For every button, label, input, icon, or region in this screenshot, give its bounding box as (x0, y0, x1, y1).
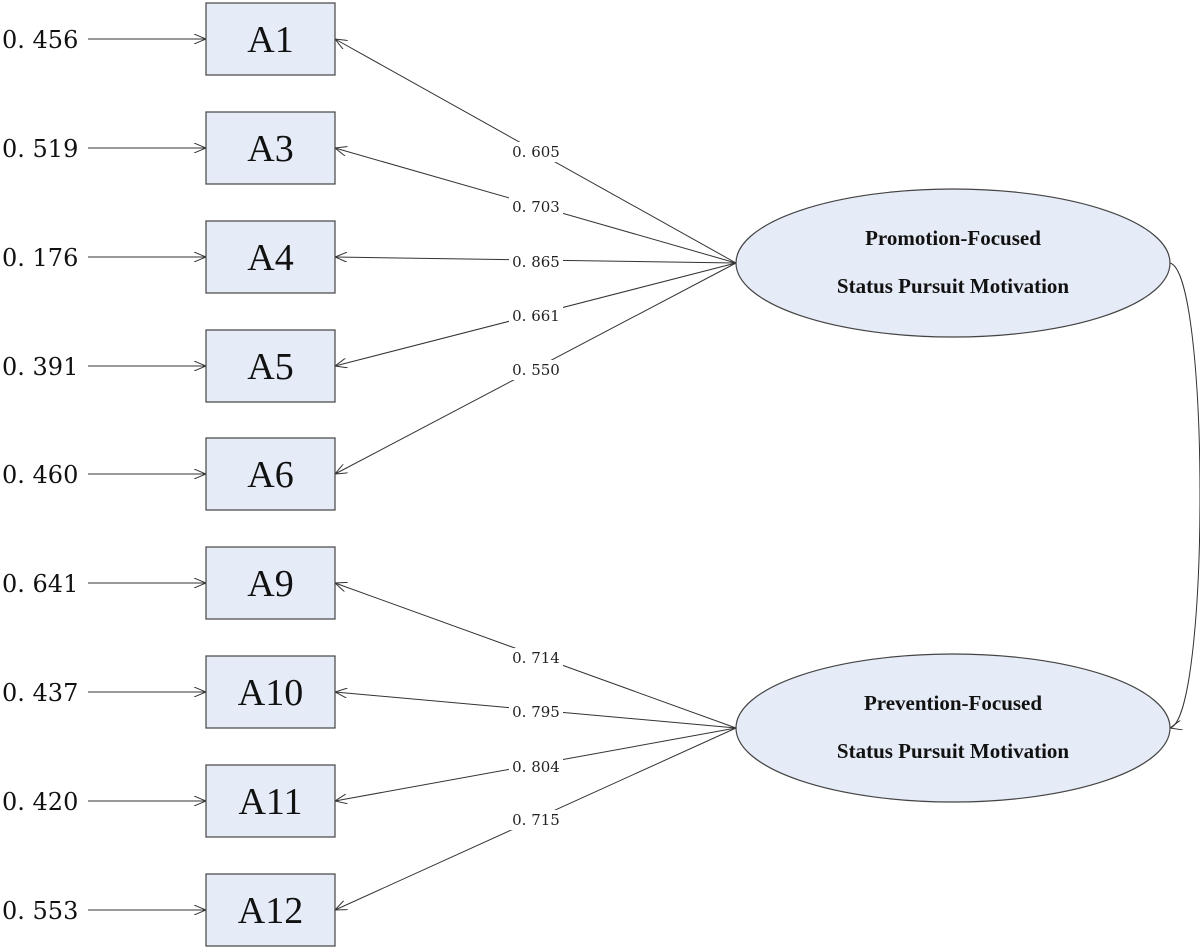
factor-label-line2: Status Pursuit Motivation (837, 739, 1070, 763)
indicator-label: A1 (247, 19, 293, 61)
error-variance-label: 0. 553 (2, 897, 78, 925)
loading-label-background (509, 648, 563, 668)
error-variance-label: 0. 391 (2, 353, 78, 381)
indicator-box (205, 111, 336, 185)
indicator-box (205, 655, 336, 729)
loading-label: 0. 795 (512, 703, 560, 721)
loading-label-background (509, 142, 563, 162)
error-variance-label: 0. 456 (2, 26, 78, 54)
indicator-label: A5 (247, 346, 293, 388)
indicator-box (205, 873, 336, 947)
loading-label: 0. 605 (512, 143, 560, 161)
loading-label: 0. 715 (512, 811, 560, 829)
loading-label-background (509, 360, 563, 380)
error-variance-label: 0. 437 (2, 679, 78, 707)
error-variance-label: 0. 641 (2, 570, 78, 598)
factor-label-line1: Promotion-Focused (865, 226, 1041, 250)
indicator-label: A9 (247, 563, 293, 605)
loading-label: 0. 804 (512, 758, 560, 776)
indicator-box (205, 764, 336, 838)
loading-label: 0. 661 (512, 307, 560, 325)
indicator-box (205, 2, 336, 76)
loading-label-background (509, 306, 563, 326)
loading-label: 0. 865 (512, 253, 560, 271)
indicator-box (205, 546, 336, 620)
indicator-box (205, 437, 336, 511)
factor-label-line1: Prevention-Focused (864, 691, 1042, 715)
indicator-label: A4 (247, 237, 293, 279)
latent-factor-ellipse (735, 653, 1171, 803)
loading-label: 0. 550 (512, 361, 560, 379)
latent-factor-ellipse (735, 188, 1171, 338)
indicator-label: A12 (238, 890, 303, 932)
error-variance-label: 0. 176 (2, 244, 78, 272)
error-variance-label: 0. 519 (2, 135, 78, 163)
factor-label-line2: Status Pursuit Motivation (837, 274, 1070, 298)
factor-covariance-arrow (1170, 263, 1200, 728)
indicator-label: A6 (247, 454, 293, 496)
indicator-label: A3 (247, 128, 293, 170)
error-variance-label: 0. 420 (2, 788, 78, 816)
loading-label-background (509, 757, 563, 777)
indicator-box (205, 329, 336, 403)
loading-label-background (509, 252, 563, 272)
loading-label-background (509, 810, 563, 830)
indicator-label: A10 (238, 672, 303, 714)
loading-label-background (509, 702, 563, 722)
indicator-box (205, 220, 336, 294)
indicator-label: A11 (238, 781, 302, 823)
loading-label: 0. 714 (512, 649, 560, 667)
error-variance-label: 0. 460 (2, 461, 78, 489)
loading-label: 0. 703 (512, 198, 560, 216)
loading-label-background (509, 197, 563, 217)
